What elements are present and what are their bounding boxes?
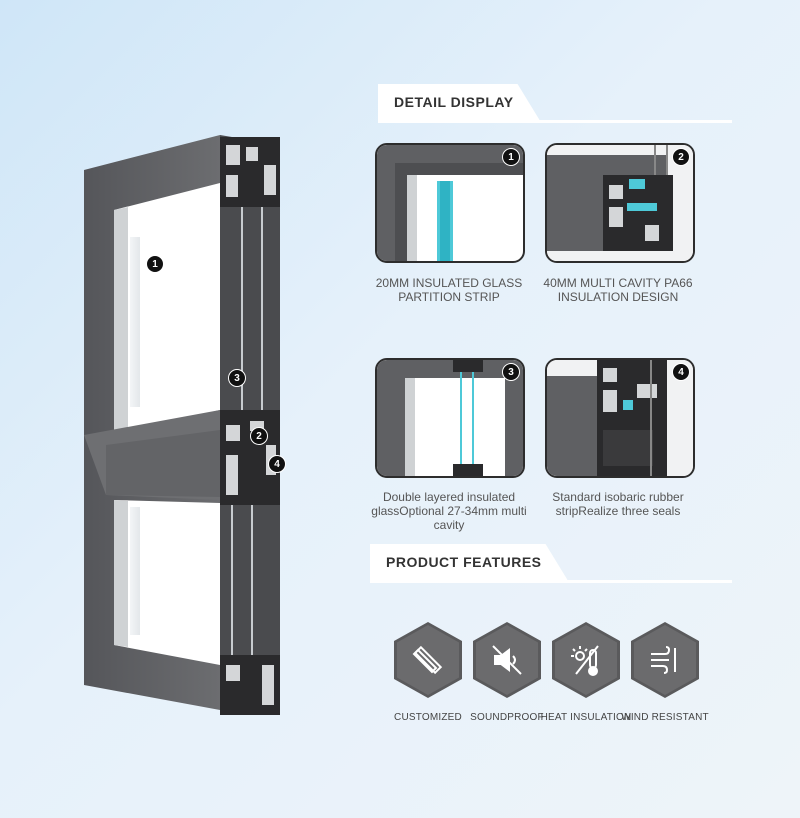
muted-speaker-icon xyxy=(492,645,522,675)
feature-soundproof: SOUNDPROOF xyxy=(469,622,545,723)
detail-caption-4: Standard isobaric rubber stripRealize th… xyxy=(552,490,684,518)
detail-card-4: 4 xyxy=(545,358,695,478)
callout-badge: 2 xyxy=(250,427,268,445)
callout-badge: 3 xyxy=(228,369,246,387)
feature-heat-insulation: HEAT INSULATION xyxy=(541,622,631,723)
detail-card-1: 1 xyxy=(375,143,525,263)
section-title: PRODUCT FEATURES xyxy=(370,544,568,580)
callout-badge: 1 xyxy=(146,255,164,273)
feature-label: SOUNDPROOF xyxy=(470,712,544,723)
wind-icon xyxy=(651,646,676,674)
window-illustration: 1 3 2 4 xyxy=(70,125,290,725)
detail-card-2: 2 xyxy=(545,143,695,263)
detail-badge: 3 xyxy=(502,363,520,381)
section-title: DETAIL DISPLAY xyxy=(378,84,540,120)
detail-caption-3: Double layered insulated glassOptional 2… xyxy=(371,490,527,532)
callout-badge: 4 xyxy=(268,455,286,473)
product-features-header: PRODUCT FEATURES xyxy=(370,544,732,583)
detail-badge: 1 xyxy=(502,148,520,166)
divider xyxy=(370,580,732,583)
feature-label: WIND RESISTANT xyxy=(621,712,709,723)
feature-label: CUSTOMIZED xyxy=(394,712,462,723)
divider xyxy=(378,120,732,123)
sun-thermometer-icon xyxy=(571,645,599,676)
feature-wind-resistant: WIND RESISTANT xyxy=(621,622,709,723)
detail-badge: 2 xyxy=(672,148,690,166)
feature-label: HEAT INSULATION xyxy=(540,712,632,723)
detail-caption-2: 40MM MULTI CAVITY PA66 INSULATION DESIGN xyxy=(543,276,693,304)
feature-customized: CUSTOMIZED xyxy=(390,622,466,723)
detail-caption-1: 20MM INSULATED GLASS PARTITION STRIP xyxy=(375,276,523,304)
ruler-pencil-icon xyxy=(412,645,443,675)
detail-card-3: 3 xyxy=(375,358,525,478)
detail-badge: 4 xyxy=(672,363,690,381)
detail-display-header: DETAIL DISPLAY xyxy=(378,84,732,123)
